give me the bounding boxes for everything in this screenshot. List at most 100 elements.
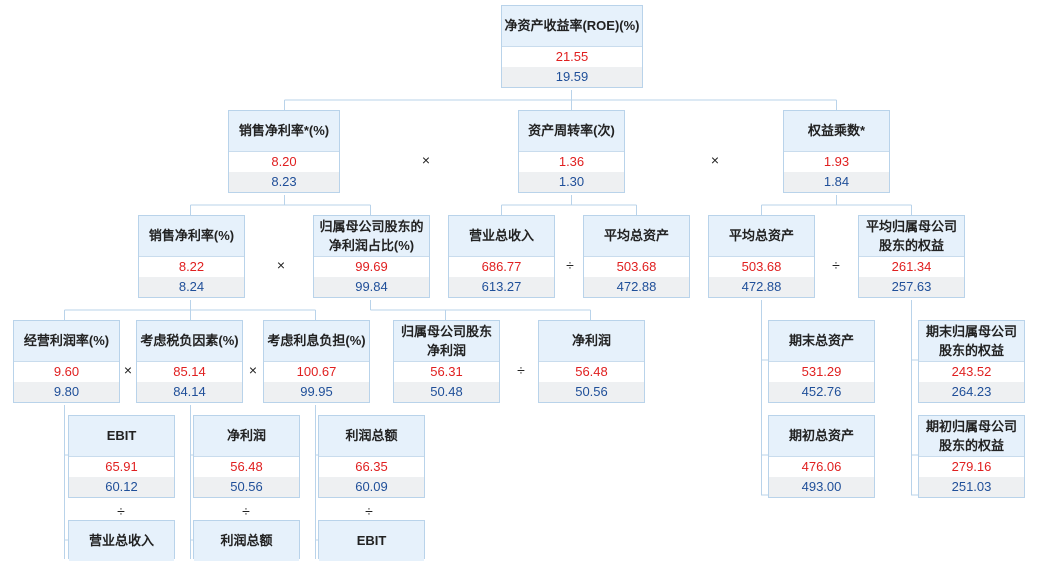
node-current-value: 56.31 [394,361,499,382]
node-current-value: 279.16 [919,456,1024,477]
node-title: 净资产收益率(ROE)(%) [502,6,642,46]
node-npm: 销售净利率(%) 8.22 8.24 [138,215,245,298]
node-previous-value: 19.59 [502,67,642,87]
node-parent-ratio: 归属母公司股东的 净利润占比(%) 99.69 99.84 [313,215,430,298]
node-total-profit-a: 利润总额 66.35 60.09 [318,415,425,498]
node-current-value: 100.67 [264,361,369,382]
node-npm-star: 销售净利率*(%) 8.20 8.23 [228,110,340,193]
node-previous-value: 472.88 [584,277,689,297]
node-previous-value: 251.03 [919,477,1024,497]
multiply-operator: × [421,152,431,168]
node-title: 净利润 [194,416,299,456]
node-title: 期末总资产 [769,321,874,361]
node-previous-value: 1.30 [519,172,624,192]
node-previous-value: 50.56 [194,477,299,497]
node-previous-value: 60.12 [69,477,174,497]
node-current-value: 476.06 [769,456,874,477]
node-previous-value: 84.14 [137,382,242,402]
node-title: 营业总收入 [449,216,554,256]
node-roe: 净资产收益率(ROE)(%) 21.55 19.59 [501,5,643,88]
node-net-profit-a: 净利润 56.48 50.56 [538,320,645,403]
divide-operator: ÷ [832,257,840,273]
divide-operator: ÷ [117,503,125,519]
node-title: 利润总额 [319,416,424,456]
node-previous-value: 8.23 [229,172,339,192]
node-avg-equity: 平均归属母公司 股东的权益 261.34 257.63 [858,215,965,298]
node-previous-value: 1.84 [784,172,889,192]
node-parent-net-profit: 归属母公司股东 净利润 56.31 50.48 [393,320,500,403]
node-current-value: 85.14 [137,361,242,382]
node-current-value: 503.68 [709,256,814,277]
node-current-value: 99.69 [314,256,429,277]
multiply-operator: × [276,257,286,273]
node-current-value: 21.55 [502,46,642,67]
node-title: 利润总额 [194,521,299,561]
node-tax-factor: 考虑税负因素(%) 85.14 84.14 [136,320,243,403]
node-begin-assets: 期初总资产 476.06 493.00 [768,415,875,498]
node-ebit-b: EBIT [318,520,425,561]
node-current-value: 9.60 [14,361,119,382]
node-current-value: 1.93 [784,151,889,172]
node-title: EBIT [319,521,424,561]
node-current-value: 65.91 [69,456,174,477]
node-current-value: 531.29 [769,361,874,382]
node-previous-value: 8.24 [139,277,244,297]
node-revenue-b: 营业总收入 [68,520,175,561]
node-interest-burden: 考虑利息负担(%) 100.67 99.95 [263,320,370,403]
node-total-profit-b: 利润总额 [193,520,300,561]
multiply-operator: × [123,362,133,378]
node-title: 归属母公司股东 净利润 [394,321,499,361]
node-current-value: 56.48 [539,361,644,382]
node-previous-value: 50.48 [394,382,499,402]
node-title: 平均归属母公司 股东的权益 [859,216,964,256]
node-previous-value: 9.80 [14,382,119,402]
node-title: 净利润 [539,321,644,361]
connector-avgequity-down [911,300,919,496]
multiply-operator: × [710,152,720,168]
node-multiplier: 权益乘数* 1.93 1.84 [783,110,890,193]
divide-operator: ÷ [566,257,574,273]
node-avg-assets-a: 平均总资产 503.68 472.88 [583,215,690,298]
node-previous-value: 60.09 [319,477,424,497]
node-avg-assets-b: 平均总资产 503.68 472.88 [708,215,815,298]
node-previous-value: 613.27 [449,277,554,297]
node-title: 期初总资产 [769,416,874,456]
node-title: 平均总资产 [709,216,814,256]
node-title: EBIT [69,416,174,456]
connector-avgassets-b-down [761,300,769,496]
node-end-assets: 期末总资产 531.29 452.76 [768,320,875,403]
node-title: 考虑利息负担(%) [264,321,369,361]
node-title: 平均总资产 [584,216,689,256]
node-title: 权益乘数* [784,111,889,151]
divide-operator: ÷ [365,503,373,519]
divide-operator: ÷ [517,362,525,378]
node-title: 销售净利率(%) [139,216,244,256]
node-revenue: 营业总收入 686.77 613.27 [448,215,555,298]
node-current-value: 1.36 [519,151,624,172]
node-previous-value: 99.95 [264,382,369,402]
node-current-value: 503.68 [584,256,689,277]
node-previous-value: 493.00 [769,477,874,497]
node-current-value: 66.35 [319,456,424,477]
node-current-value: 243.52 [919,361,1024,382]
node-title: 归属母公司股东的 净利润占比(%) [314,216,429,256]
node-title: 期初归属母公司 股东的权益 [919,416,1024,456]
node-turnover: 资产周转率(次) 1.36 1.30 [518,110,625,193]
node-begin-equity: 期初归属母公司 股东的权益 279.16 251.03 [918,415,1025,498]
node-title: 期末归属母公司 股东的权益 [919,321,1024,361]
node-previous-value: 264.23 [919,382,1024,402]
node-title: 营业总收入 [69,521,174,561]
node-current-value: 8.20 [229,151,339,172]
node-current-value: 8.22 [139,256,244,277]
divide-operator: ÷ [242,503,250,519]
node-current-value: 56.48 [194,456,299,477]
node-previous-value: 452.76 [769,382,874,402]
node-net-profit-b: 净利润 56.48 50.56 [193,415,300,498]
node-current-value: 686.77 [449,256,554,277]
node-title: 资产周转率(次) [519,111,624,151]
node-previous-value: 99.84 [314,277,429,297]
node-ebit-a: EBIT 65.91 60.12 [68,415,175,498]
node-title: 考虑税负因素(%) [137,321,242,361]
node-end-equity: 期末归属母公司 股东的权益 243.52 264.23 [918,320,1025,403]
